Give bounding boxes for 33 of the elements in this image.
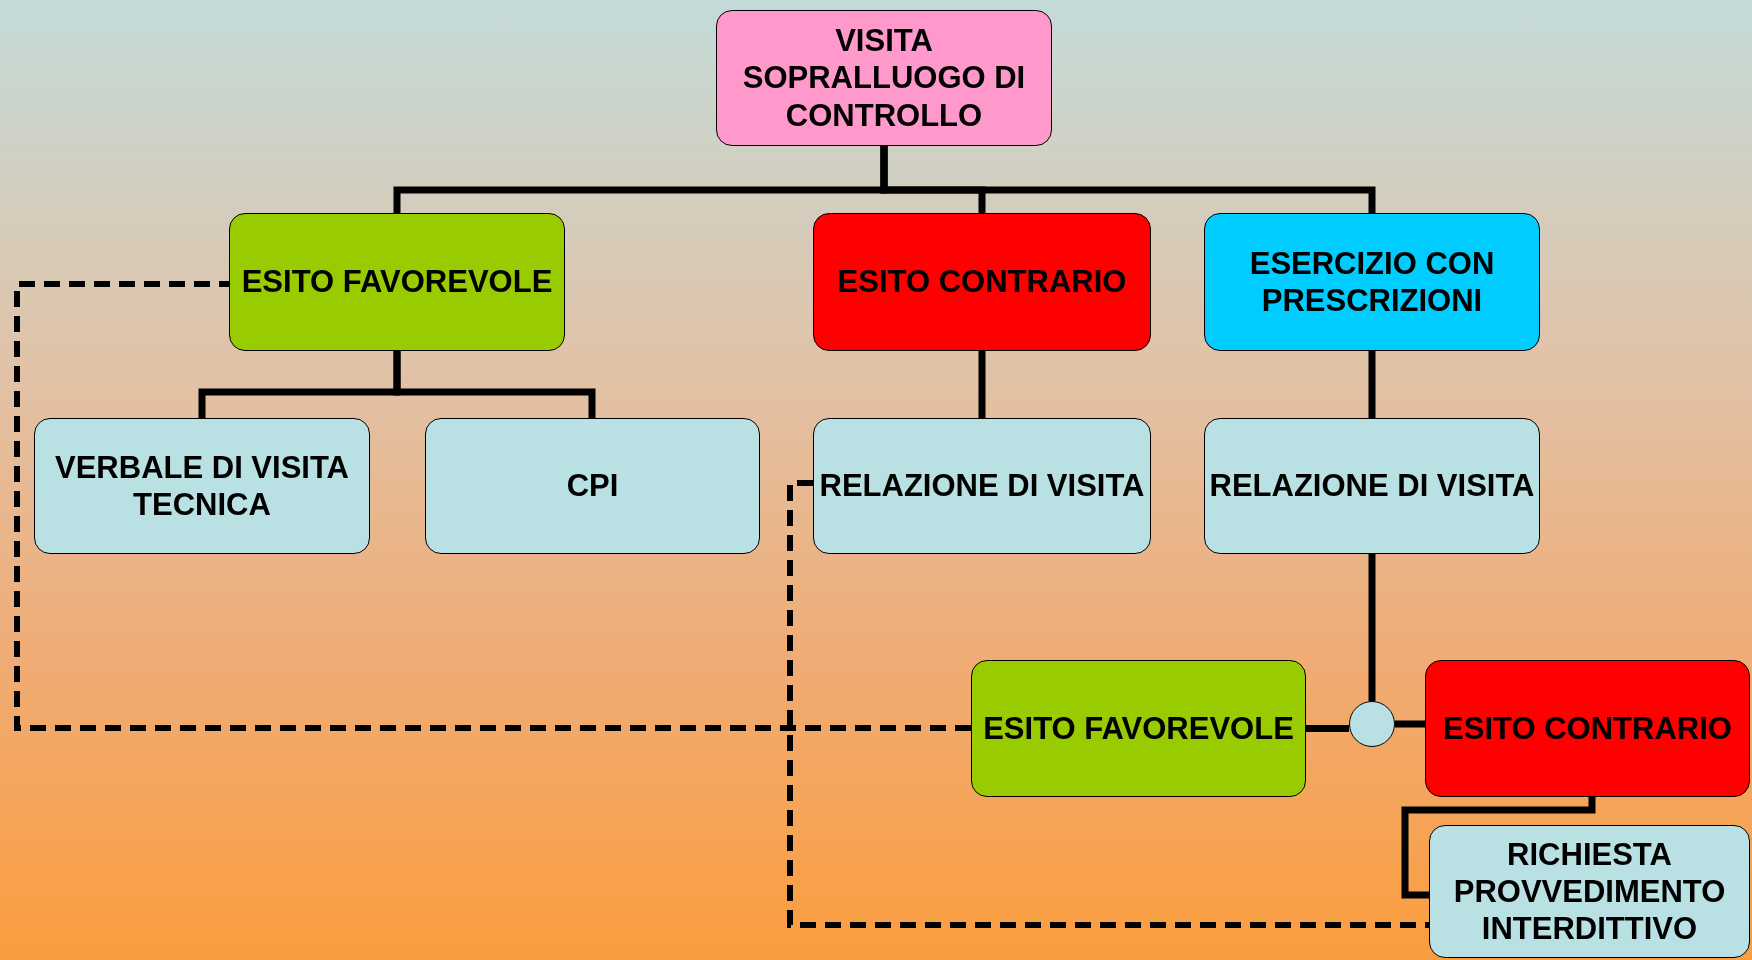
node-label: ESERCIZIO CON PRESCRIZIONI bbox=[1248, 244, 1496, 320]
junction-circle bbox=[1349, 701, 1395, 747]
node-label: RELAZIONE DI VISITA bbox=[818, 467, 1146, 505]
node-label: ESITO FAVOREVOLE bbox=[982, 709, 1295, 748]
connector-line bbox=[880, 146, 1376, 213]
node-label: ESITO CONTRARIO bbox=[1442, 709, 1733, 748]
dashed-connector bbox=[14, 281, 971, 731]
process-box bbox=[971, 660, 1306, 797]
dashed-connector bbox=[787, 480, 1429, 928]
process-box bbox=[716, 10, 1052, 146]
process-box bbox=[1204, 418, 1540, 554]
process-box bbox=[425, 418, 760, 554]
node-label: ESITO FAVOREVOLE bbox=[240, 263, 554, 301]
connector-line bbox=[1395, 720, 1425, 728]
process-box bbox=[813, 213, 1151, 351]
connector-line bbox=[1306, 725, 1349, 732]
node-label: RELAZIONE DI VISITA bbox=[1208, 467, 1536, 505]
process-box bbox=[1425, 660, 1750, 797]
process-box bbox=[1429, 825, 1750, 958]
connector-line bbox=[393, 351, 596, 418]
node-label: RICHIESTA PROVVEDIMENTO INTERDITTIVO bbox=[1452, 835, 1727, 948]
connector-line bbox=[978, 351, 986, 418]
process-box bbox=[1204, 213, 1540, 351]
node-label: VERBALE DI VISITA TECNICA bbox=[54, 448, 350, 524]
process-box bbox=[813, 418, 1151, 554]
connector-line bbox=[1368, 554, 1376, 701]
process-box bbox=[34, 418, 370, 554]
connector-line bbox=[1368, 351, 1376, 418]
connector-line bbox=[1401, 797, 1596, 899]
node-label: VISITA SOPRALLUOGO DI CONTROLLO bbox=[741, 22, 1027, 134]
node-label: CPI bbox=[565, 467, 620, 505]
node-label: ESITO CONTRARIO bbox=[836, 263, 1128, 301]
process-box bbox=[229, 213, 565, 351]
